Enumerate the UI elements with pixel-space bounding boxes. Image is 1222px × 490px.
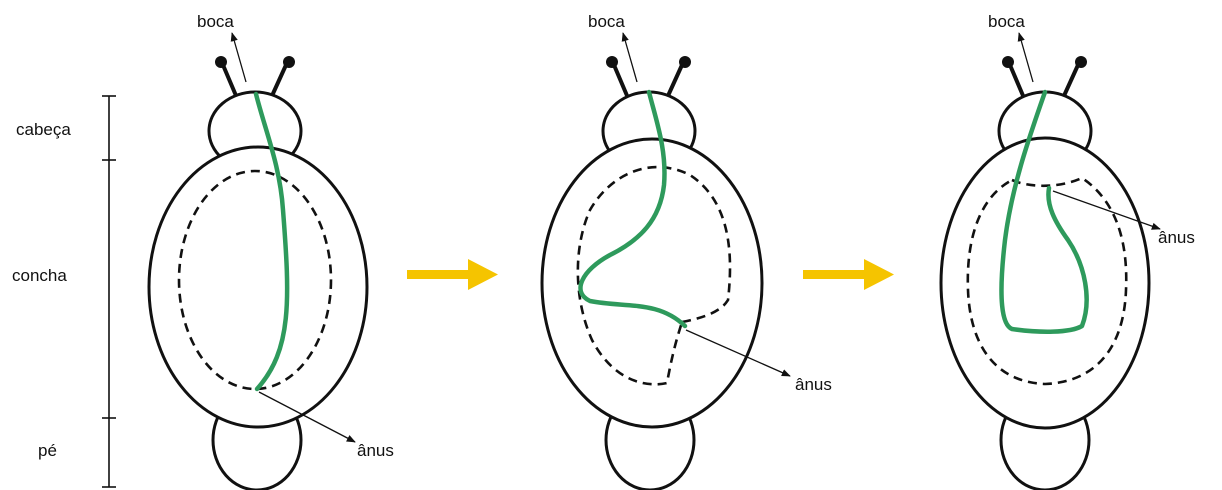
snail-stage-3: boca ânus <box>941 12 1195 490</box>
mouth-pointer <box>623 33 637 82</box>
mouth-label: boca <box>988 12 1025 31</box>
anus-label: ânus <box>357 441 394 460</box>
snail-stage-1: boca ânus <box>149 12 394 490</box>
head-label: cabeça <box>16 120 71 139</box>
foot-label: pé <box>38 441 57 460</box>
shell-shape <box>542 139 762 427</box>
transition-arrow <box>803 259 894 290</box>
mouth-label: boca <box>588 12 625 31</box>
mouth-pointer <box>232 33 246 82</box>
mouth-label: boca <box>197 12 234 31</box>
snail-stage-2: boca ânus <box>542 12 832 490</box>
mouth-pointer <box>1019 33 1033 82</box>
transition-arrow <box>407 259 498 290</box>
anus-label: ânus <box>795 375 832 394</box>
anus-label: ânus <box>1158 228 1195 247</box>
shell-label: concha <box>12 266 67 285</box>
body-region-scale: cabeça concha pé <box>12 96 116 487</box>
